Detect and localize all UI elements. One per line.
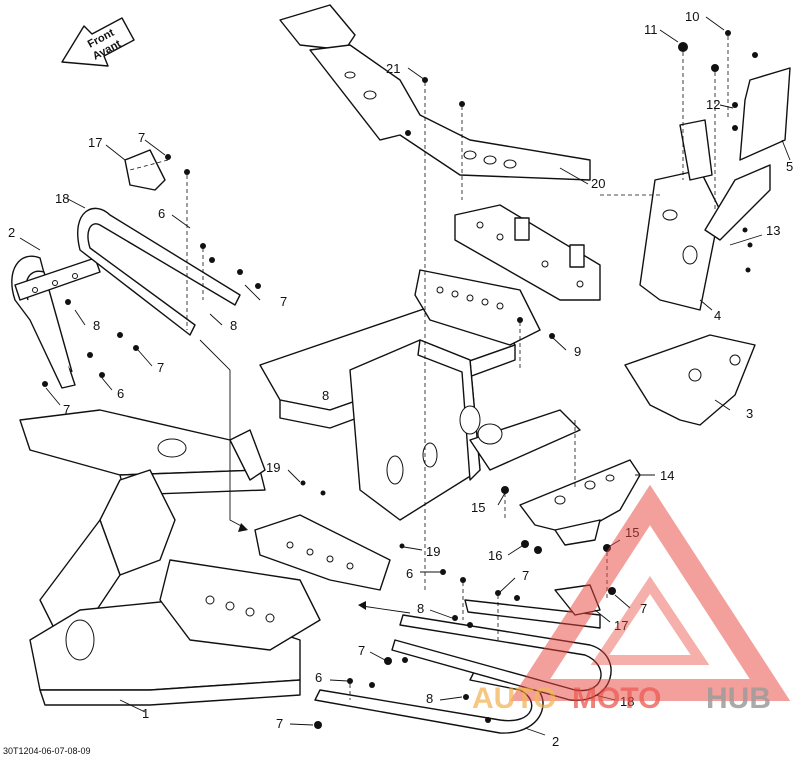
label-part-17-b: 17 [614,618,628,633]
part-5-plate [739,67,791,161]
label-part-3: 3 [746,406,753,421]
front-arrow: Front Avant [61,17,135,67]
label-part-5: 5 [786,159,793,174]
part-4-upright [639,119,771,311]
label-part-14: 14 [660,468,674,483]
label-part-15-a: 15 [471,500,485,515]
label-part-2-right: 2 [552,734,559,749]
label-part-8-b: 8 [230,318,237,333]
label-part-10: 10 [685,9,699,24]
part-labels: 1 2 2 3 4 5 6 6 6 6 7 7 7 7 7 7 7 7 8 8 … [8,9,793,749]
label-part-21: 21 [386,61,400,76]
label-part-18-a: 18 [55,191,69,206]
label-part-8-d: 8 [426,691,433,706]
label-part-6-d: 6 [315,670,322,685]
part-18-left-loop [77,149,241,336]
label-part-7-c: 7 [157,360,164,375]
label-part-6-a: 6 [158,206,165,221]
assembly-arrows [199,339,411,614]
label-part-8-e: 8 [322,388,329,403]
label-part-12: 12 [706,97,720,112]
automotohub-watermark: AUTO MOTO HUB [472,484,791,715]
main-frame [19,269,581,706]
part-3-bracket [624,334,756,426]
label-part-6-c: 6 [406,566,413,581]
label-part-7-e: 7 [522,568,529,583]
label-part-20: 20 [591,176,605,191]
drawing-code: 30T1204-06-07-08-09 [3,746,91,756]
watermark-hub: HUB [706,682,771,715]
part-21-bracket [279,4,591,181]
label-part-9: 9 [574,344,581,359]
label-part-6-b: 6 [117,386,124,401]
label-part-1: 1 [142,706,149,721]
label-part-7-h: 7 [276,716,283,731]
label-part-17-a: 17 [88,135,102,150]
part-2-left-bumper [11,255,101,389]
label-part-4: 4 [714,308,721,323]
label-part-7-b: 7 [280,294,287,309]
label-part-16: 16 [488,548,502,563]
watermark-auto: AUTO [472,682,556,715]
label-part-19-b: 19 [426,544,440,559]
label-part-7-g: 7 [358,643,365,658]
part-crossmember [454,204,601,301]
label-part-13: 13 [766,223,780,238]
alignment-lines [129,36,729,700]
fasteners [42,30,758,729]
label-part-11: 11 [644,22,658,37]
label-part-7-f: 7 [640,601,647,616]
label-part-2-left: 2 [8,225,15,240]
part-14-bracket [519,459,641,546]
label-part-19-a: 19 [266,460,280,475]
label-part-7-a: 7 [138,130,145,145]
label-part-7-d: 7 [63,402,70,417]
watermark-moto: MOTO [572,682,661,715]
label-part-8-c: 8 [417,601,424,616]
label-part-8-a: 8 [93,318,100,333]
